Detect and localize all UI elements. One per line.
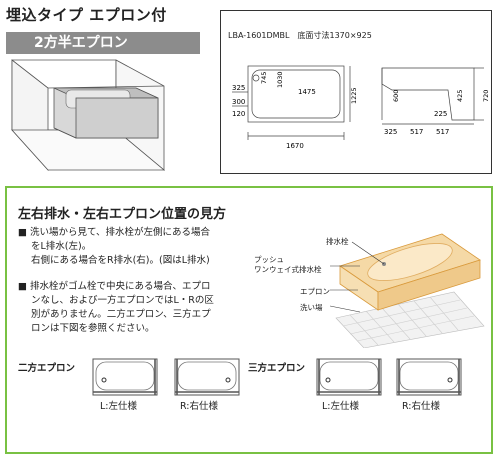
bullet-1-line3: 右側にある場合をR排水(右)。(図はL排水) — [31, 255, 210, 266]
page-title: 埋込タイプ エプロン付 — [6, 6, 167, 24]
three-apron-left-caption: L:左仕様 — [322, 401, 359, 412]
bullet-mark: ■ — [18, 281, 27, 292]
apron-type-badge: 2方半エプロン — [6, 32, 200, 54]
bullet-2-line3: 別がありません。二方エプロン、三方エプ — [31, 309, 211, 320]
dim-120: 120 — [232, 110, 245, 118]
dim-517a: 517 — [410, 128, 423, 136]
label-apron: エプロン — [300, 287, 330, 296]
two-apron-left-caption: L:左仕様 — [100, 401, 137, 412]
bullet-1-line2: をL排水(左)。 — [31, 241, 92, 252]
bullet-1: ■ 洗い場から見て、排水栓が左側にある場合 をL排水(左)。 右側にある場合をR… — [18, 226, 210, 268]
tub-illustration — [330, 233, 485, 348]
dim-745: 745 — [260, 72, 268, 84]
room-illustration — [11, 59, 166, 172]
three-apron-label: 三方エプロン — [248, 363, 306, 374]
guide-box — [5, 186, 493, 454]
dim-1030: 1030 — [276, 71, 284, 88]
two-apron-left-diagram — [92, 358, 158, 396]
three-apron-left-diagram — [316, 358, 382, 396]
dim-1475: 1475 — [298, 88, 316, 96]
dim-325: 325 — [232, 84, 245, 92]
bullet-1-line1: 洗い場から見て、排水栓が左側にある場合 — [30, 227, 211, 238]
bullet-2-line4: ロンは下図を参照ください。 — [31, 323, 155, 334]
label-push: プッシュ — [254, 255, 284, 264]
dim-325b: 325 — [384, 128, 397, 136]
two-apron-right-diagram — [174, 358, 240, 396]
dim-1225: 1225 — [350, 87, 358, 104]
spec-model: LBA-1601DMBL 底面寸法1370×925 — [228, 31, 372, 40]
bullet-2: ■ 排水栓がゴム栓で中央にある場合、エプロ ンなし、および一方エプロンではL・R… — [18, 280, 214, 336]
three-apron-right-caption: R:右仕様 — [402, 401, 441, 412]
dim-720: 720 — [482, 90, 490, 102]
three-apron-right-diagram — [396, 358, 462, 396]
dim-225: 225 — [434, 110, 447, 118]
spec-drawing-box — [220, 10, 492, 174]
spec-drawing: 325 300 120 745 1030 1475 1670 1225 600 … — [232, 65, 490, 150]
dim-517b: 517 — [436, 128, 449, 136]
dim-1670: 1670 — [286, 142, 304, 150]
dim-425: 425 — [456, 90, 464, 102]
label-drain-plug: 排水栓 — [326, 237, 349, 246]
bullet-2-line2: ンなし、および一方エプロンではL・Rの区 — [31, 295, 214, 306]
guide-heading: 左右排水・左右エプロン位置の見方 — [18, 207, 227, 222]
label-oneway-drain: ワンウェイ式排水栓 — [254, 265, 322, 274]
two-apron-label: 二方エプロン — [18, 363, 76, 374]
label-wash-area: 洗い場 — [300, 303, 323, 312]
bullet-2-line1: 排水栓がゴム栓で中央にある場合、エプロ — [30, 281, 211, 292]
dim-300: 300 — [232, 98, 245, 106]
bullet-mark: ■ — [18, 227, 27, 238]
two-apron-right-caption: R:右仕様 — [180, 401, 219, 412]
dim-600: 600 — [392, 90, 400, 102]
